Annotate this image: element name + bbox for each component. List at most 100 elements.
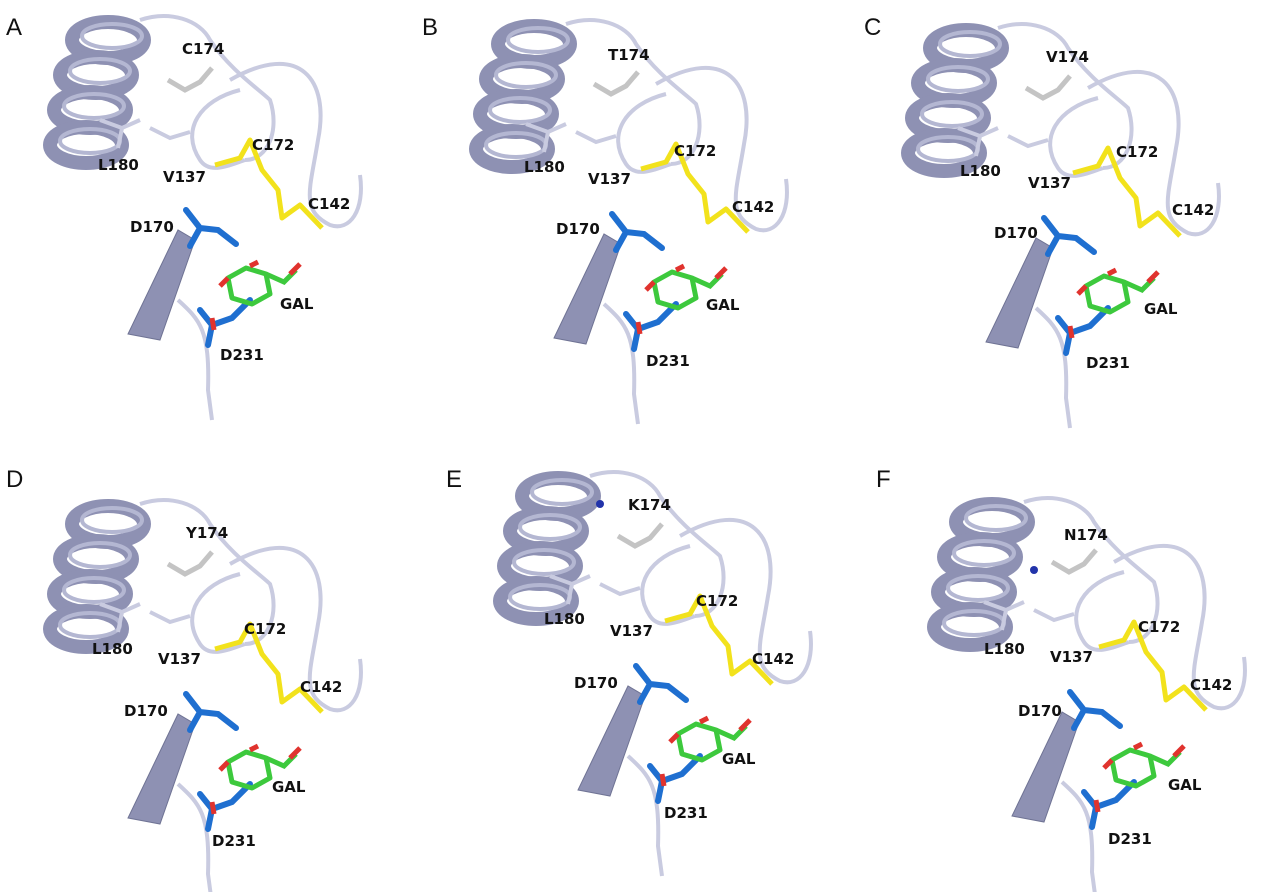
galactose-ring [1109,747,1157,789]
loop-backbone [1048,96,1104,178]
loop-backbone [997,22,1134,170]
loop-backbone [1113,543,1247,711]
sidechain-d231 [647,753,703,804]
galactose-ring [675,721,723,763]
oxygen-atom [1102,758,1114,770]
label-residue-174: V174 [1046,48,1089,66]
oxygen-atom [714,266,728,280]
helix-highlight [518,513,582,541]
galactose-ring [225,265,273,307]
disulfide-bond [214,621,324,714]
label-d231: D231 [220,346,264,364]
oxygen-atom [248,259,260,269]
loop-backbone [229,61,363,229]
sidechain-174 [616,522,664,549]
label-c142: C142 [732,198,775,216]
structure-render [927,496,1247,892]
structure-render [901,22,1221,429]
beta-strand [553,233,622,345]
label-v137: V137 [158,650,201,668]
sidechain-v137 [575,130,617,145]
disulfide-bond [214,137,324,230]
label-c142: C142 [300,678,343,696]
beta-strand [127,713,196,825]
helix-highlight [512,548,576,576]
oxygen-atom [1172,744,1186,758]
structure-group [927,496,1247,892]
helix-coil [901,128,987,178]
helix-highlight [946,574,1010,602]
oxygen-atom [218,760,230,772]
sidechain-d170 [1041,215,1097,257]
helix-highlight [62,92,126,120]
sidechain-174 [1024,74,1072,101]
sidechain-v137 [599,582,641,597]
loop-backbone [640,544,696,626]
sidechain-d170 [183,691,239,733]
loop-backbone [139,498,276,646]
sidechain-d170 [609,211,665,253]
sidechain-174 [592,70,640,97]
sidechain-d231 [1081,779,1137,830]
sidechain-v137 [149,610,191,625]
oxygen-atom [698,715,710,725]
loop-backbone [1060,780,1097,892]
label-c172: C172 [696,592,739,610]
disulfide-bond [640,141,750,234]
helix-highlight [80,506,144,534]
label-residue-174: T174 [608,46,650,64]
loop-backbone [190,88,246,170]
label-residue-174: C174 [182,40,225,58]
label-c172: C172 [252,136,295,154]
helix-highlight [80,22,144,50]
loop-backbone [589,470,726,618]
sidechain-d231 [1055,305,1111,356]
label-v137: V137 [1028,174,1071,192]
loop-backbone [1087,69,1221,237]
label-d231: D231 [1086,354,1130,372]
sidechain-l180 [549,574,591,605]
oxygen-atom [218,276,230,288]
sidechain-l180 [957,126,999,157]
label-v137: V137 [588,170,631,188]
helix-highlight [488,96,552,124]
label-c142: C142 [308,195,351,213]
label-d170: D170 [556,220,600,238]
sidechain-v137 [149,126,191,141]
label-gal: GAL [1144,300,1178,318]
label-gal: GAL [272,778,306,796]
helix-highlight [964,504,1028,532]
structure-group [493,470,813,877]
label-l180: L180 [524,158,565,176]
label-gal: GAL [280,295,314,313]
label-l180: L180 [984,640,1025,658]
label-l180: L180 [98,156,139,174]
label-c172: C172 [244,620,287,638]
label-d170: D170 [1018,702,1062,720]
oxygen-atom [248,743,260,753]
label-residue-174: N174 [1064,526,1108,544]
loop-backbone [1034,306,1072,429]
nitrogen-atom [1030,566,1038,574]
label-d170: D170 [130,218,174,236]
label-l180: L180 [960,162,1001,180]
sidechain-d170 [183,207,239,249]
helix-coil [469,124,555,174]
loop-backbone [176,298,214,421]
galactose-ring [225,749,273,791]
structure-render [469,18,789,425]
oxygen-atom [668,732,680,744]
beta-strand [1011,711,1080,823]
beta-strand [985,237,1054,349]
label-d231: D231 [212,832,256,850]
panel-letter: E [446,466,463,493]
panel-c: C V174 L180 V137 C172 C142 D170 GAL D231 [858,0,1267,440]
loop-backbone [1074,570,1130,652]
label-gal: GAL [706,296,740,314]
structure-render [43,498,363,892]
oxygen-atom [288,746,302,760]
loop-backbone [655,65,789,233]
sidechain-l180 [99,118,141,149]
label-gal: GAL [1168,776,1202,794]
